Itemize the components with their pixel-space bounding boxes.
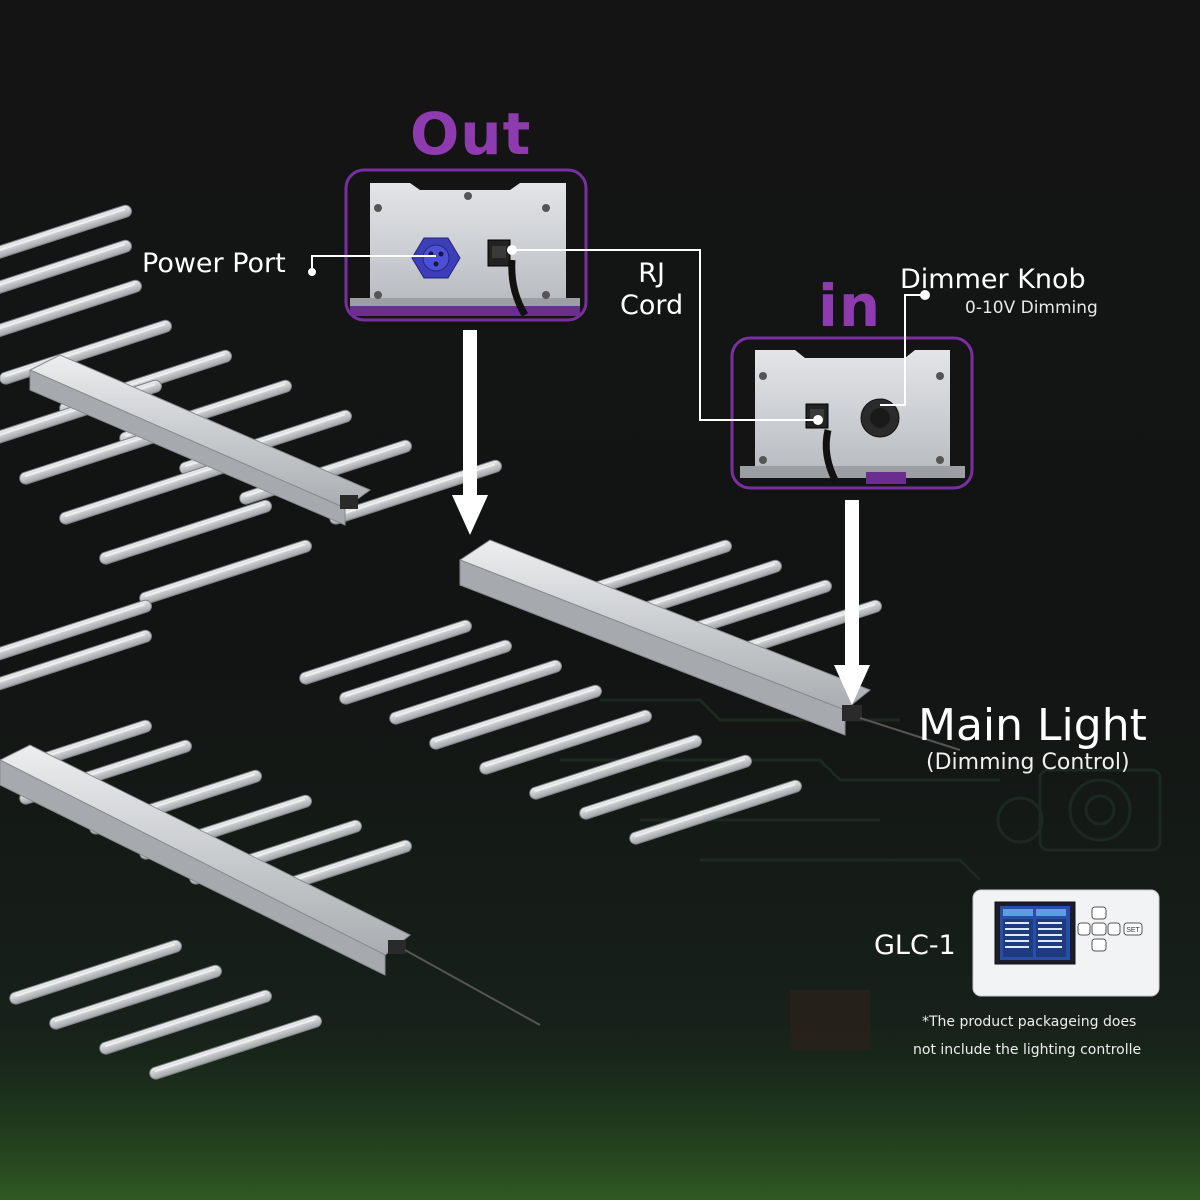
arrow-down-icon (834, 500, 870, 705)
power-port-connector (308, 255, 436, 276)
rj-cord-connector (507, 245, 823, 425)
in-heading: in (818, 272, 882, 340)
dimmer-knob-icon (860, 398, 900, 438)
dimmer-sub-label: 0-10V Dimming (965, 298, 1098, 318)
main-light-sub-label: (Dimming Control) (926, 750, 1130, 775)
in-panel (730, 336, 974, 490)
rj-cord-label: RJ Cord (620, 258, 683, 322)
out-panel (344, 168, 588, 322)
grass-backdrop (0, 1040, 1200, 1200)
rj-cord-label-line2: Cord (620, 290, 684, 321)
rj-cable (822, 429, 840, 484)
packaging-note-line-1: *The product packageing does (922, 1014, 1137, 1030)
controller-label: GLC-1 (874, 930, 956, 961)
dimmer-knob-label: Dimmer Knob (900, 264, 1086, 295)
main-light-label: Main Light (918, 700, 1147, 751)
dimmer-knob-connector (880, 290, 930, 406)
packaging-note-line-2: not include the lighting controlle (913, 1042, 1142, 1058)
out-heading: Out (410, 100, 532, 168)
rj-jack-icon (487, 239, 511, 267)
fixture-main-light (297, 537, 961, 847)
controller-set-button-label: SET (1126, 927, 1140, 934)
fixture-left-upper (0, 347, 505, 607)
power-port-icon (411, 237, 461, 279)
arrow-down-icon (452, 330, 488, 535)
rj-cord-label-line1: RJ (638, 258, 665, 289)
rj-cable (508, 259, 529, 317)
fixture-left-lower (0, 717, 541, 1082)
power-port-label: Power Port (142, 248, 286, 279)
controller-icon: SET (972, 889, 1160, 997)
wooden-post (790, 990, 870, 1050)
